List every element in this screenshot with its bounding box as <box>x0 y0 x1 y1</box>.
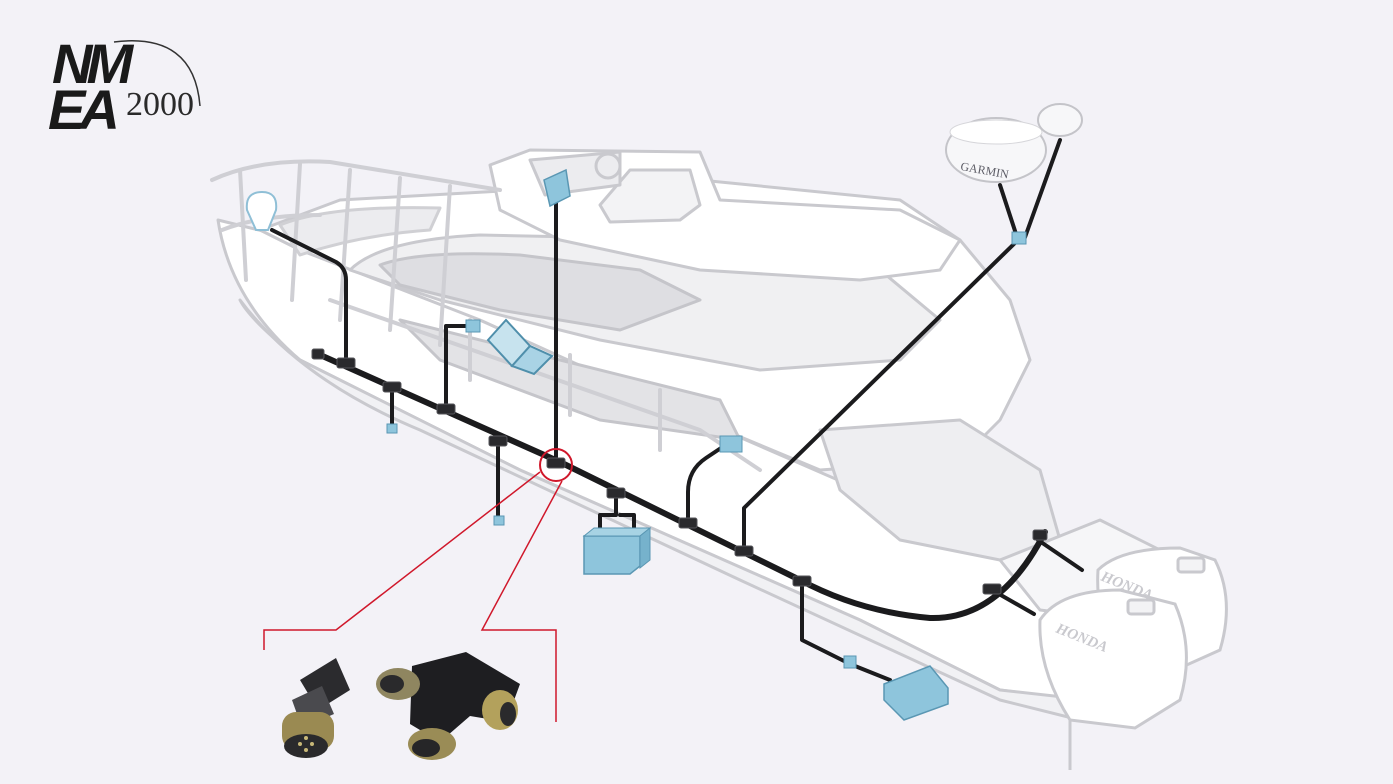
battery-power-supply-icon <box>582 526 652 575</box>
boat-hull <box>216 148 1182 722</box>
t-connectors <box>311 348 1048 595</box>
logo-text-2000: 2000 <box>126 86 194 123</box>
logo-text-ea: EA <box>48 78 120 141</box>
chartplotter-display-icon <box>543 168 571 208</box>
drop-cables <box>270 138 1084 682</box>
outboard-engine-lower <box>1038 588 1188 770</box>
tee-connector-icon <box>376 652 520 760</box>
connector-callout <box>263 448 573 722</box>
terminator-icon <box>386 423 857 669</box>
bow-gps-antenna-icon <box>245 190 278 231</box>
radar-junction-box-icon <box>1011 231 1027 245</box>
gps-antenna-icon <box>1037 103 1083 137</box>
engine-gateway-icon <box>883 665 949 721</box>
logo-arc <box>113 40 201 107</box>
backbone-cable-connector-icon <box>282 658 350 758</box>
laptop-icon <box>486 318 554 376</box>
backbone-cable <box>315 351 1048 622</box>
logo-text-nm: NM <box>52 32 133 95</box>
nmea2000-logo: NM EA 2000 <box>44 36 214 146</box>
network-interface-box-icon <box>465 319 481 333</box>
radar-dome-icon <box>945 117 1047 183</box>
sensor-module-icon <box>719 435 743 453</box>
